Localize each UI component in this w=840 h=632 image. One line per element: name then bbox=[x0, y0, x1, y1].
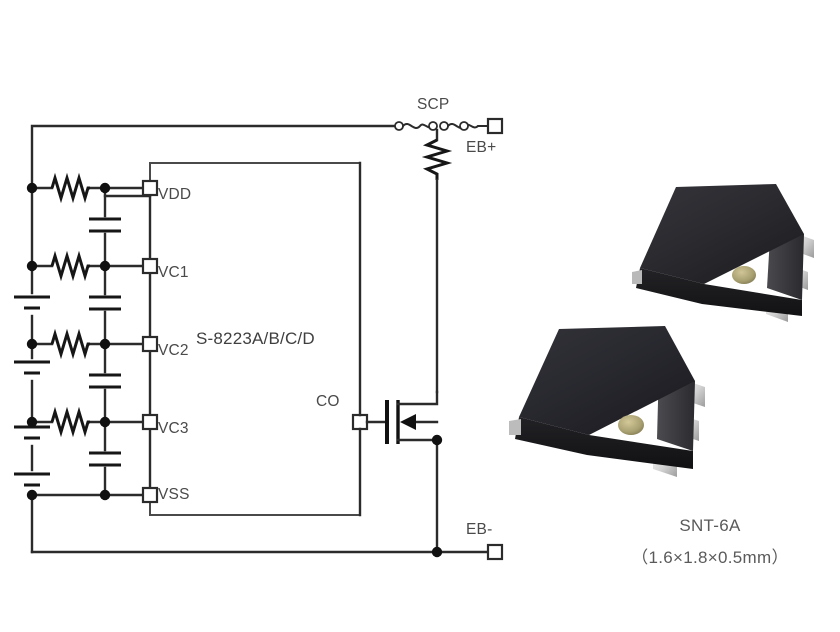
battery-cell-4 bbox=[14, 472, 50, 487]
junction-dot-batt-vdd bbox=[26, 182, 38, 194]
junction-dot-cap-vdd bbox=[99, 182, 111, 194]
package-front-face-top bbox=[636, 268, 802, 316]
wire-top-rail bbox=[30, 124, 399, 190]
package-top-face-bottom bbox=[519, 326, 695, 435]
terminal-square-eb-plus[interactable] bbox=[486, 117, 504, 135]
package-photo-top bbox=[626, 172, 826, 342]
terminal-label-eb-minus: EB- bbox=[466, 521, 493, 538]
package-front-face-bottom bbox=[515, 417, 693, 469]
scp-label: SCP bbox=[417, 96, 450, 113]
package-lead-left-bottom bbox=[509, 419, 521, 435]
pin-label-vc2: VC2 bbox=[158, 342, 189, 359]
pin-square-vc3[interactable] bbox=[141, 413, 159, 431]
package-name-caption: SNT-6A bbox=[679, 516, 741, 535]
scp-coil bbox=[421, 138, 453, 180]
pin-square-vc1[interactable] bbox=[141, 257, 159, 275]
junction-dot-cap-vss bbox=[99, 489, 111, 501]
package-photo-bottom bbox=[505, 313, 720, 493]
pin-label-vss: VSS bbox=[158, 486, 190, 503]
resistor-4 bbox=[50, 406, 90, 438]
scp-node-right bbox=[459, 121, 469, 131]
junction-dot-cap-vc1 bbox=[99, 260, 111, 272]
pin-label-vc3: VC3 bbox=[158, 420, 189, 437]
junction-dot-eb-minus bbox=[431, 546, 443, 558]
scp-node-center-a bbox=[428, 121, 438, 131]
capacitor-2 bbox=[89, 295, 121, 311]
wire-mosfet-source bbox=[396, 438, 439, 554]
package-pin1-mark-bottom bbox=[618, 415, 644, 435]
resistor-3 bbox=[50, 328, 90, 360]
junction-dot-batt-vc2 bbox=[26, 338, 38, 350]
junction-dot-cap-vc3 bbox=[99, 416, 111, 428]
terminal-label-eb-plus: EB+ bbox=[466, 139, 497, 156]
pin-square-vdd[interactable] bbox=[141, 179, 159, 197]
battery-cell-3 bbox=[14, 425, 50, 440]
mosfet-arrow-icon bbox=[400, 414, 416, 430]
pin-square-vss[interactable] bbox=[141, 486, 159, 504]
package-dimensions-caption: （1.6×1.8×0.5mm） bbox=[631, 548, 789, 567]
resistor-2 bbox=[50, 250, 90, 282]
resistor-1 bbox=[50, 172, 90, 204]
junction-dot-batt-vc1 bbox=[26, 260, 38, 272]
package-top-face-top bbox=[640, 184, 804, 284]
wire-mosfet-drain bbox=[396, 390, 439, 406]
pin-label-vc1: VC1 bbox=[158, 264, 189, 281]
ic-part-number-label: S-8223A/B/C/D bbox=[196, 329, 315, 348]
scp-node-left bbox=[394, 121, 404, 131]
terminal-square-eb-minus[interactable] bbox=[486, 543, 504, 561]
pin-label-co: CO bbox=[316, 393, 340, 410]
pin-label-vdd: VDD bbox=[158, 186, 192, 203]
junction-dot-batt-vc3 bbox=[26, 416, 38, 428]
battery-cell-2 bbox=[14, 360, 50, 375]
package-pin1-mark-top bbox=[732, 266, 756, 284]
battery-cell-1 bbox=[14, 295, 50, 310]
package-lead-left-top bbox=[632, 270, 642, 284]
capacitor-1 bbox=[89, 217, 121, 233]
pin-square-vc2[interactable] bbox=[141, 335, 159, 353]
scp-node-center-b bbox=[439, 121, 449, 131]
junction-dot-batt-vss bbox=[26, 489, 38, 501]
capacitor-4 bbox=[89, 451, 121, 467]
junction-dot-cap-vc2 bbox=[99, 338, 111, 350]
pin-square-co[interactable] bbox=[351, 413, 369, 431]
junction-dot-mosfet-source bbox=[431, 434, 443, 446]
capacitor-3 bbox=[89, 373, 121, 389]
